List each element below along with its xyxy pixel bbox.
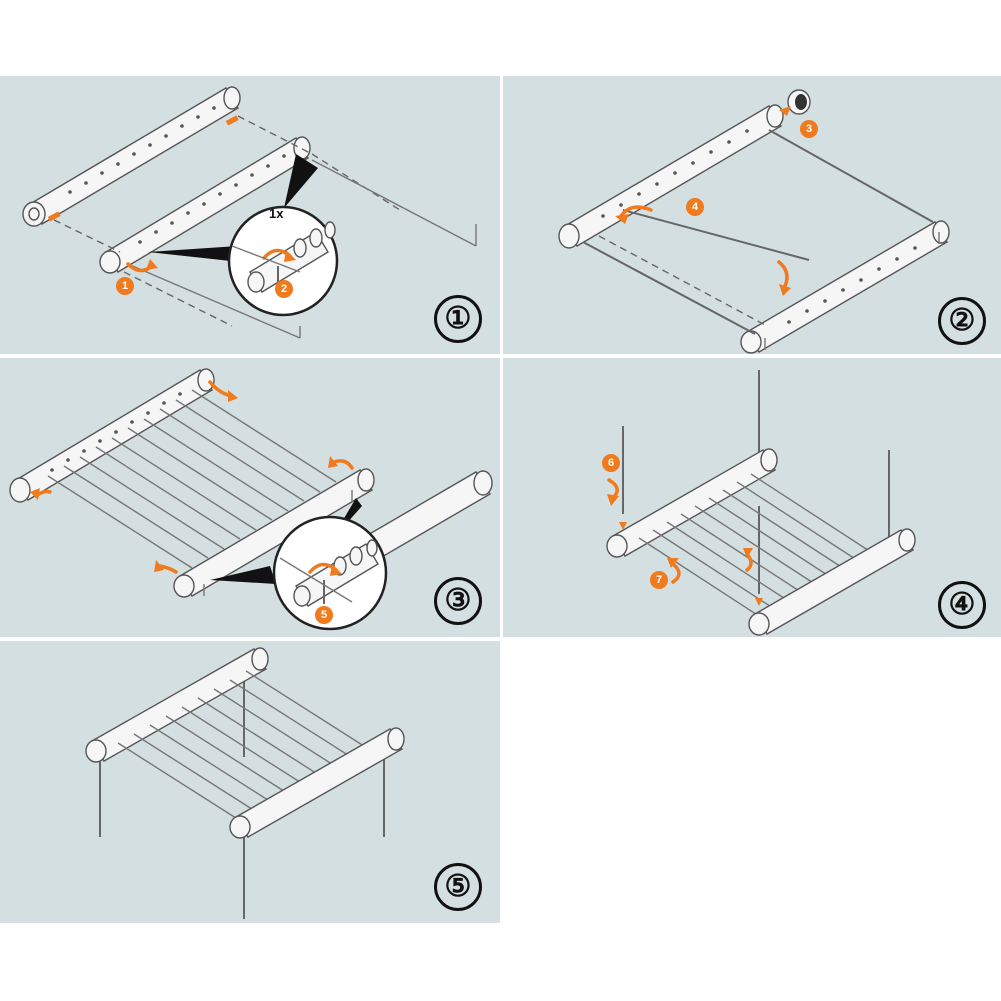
front-tube bbox=[99, 136, 311, 274]
step-3-panel: 5 ③ bbox=[0, 358, 500, 637]
callout-6: 6 bbox=[602, 454, 620, 472]
callout-5: 5 bbox=[315, 606, 333, 624]
cross-rods bbox=[582, 129, 934, 335]
step-number-3: ③ bbox=[434, 577, 482, 625]
callout-2: 2 bbox=[275, 280, 293, 298]
orange-arrows bbox=[607, 478, 763, 606]
front-tube bbox=[173, 468, 375, 598]
legs bbox=[622, 370, 890, 594]
legs bbox=[99, 671, 385, 919]
step-1-panel: 1x 1 2 ① bbox=[0, 76, 500, 354]
callout-4: 4 bbox=[686, 198, 704, 216]
step-3-illustration bbox=[9, 368, 493, 631]
step-5-panel: ⑤ bbox=[0, 641, 500, 923]
callout-1: 1 bbox=[116, 277, 134, 295]
front-tube bbox=[748, 528, 916, 636]
callout-3: 3 bbox=[800, 120, 818, 138]
step-5-illustration bbox=[85, 647, 405, 919]
step-2-panel: 3 4 ② bbox=[503, 76, 1001, 354]
front-tube bbox=[740, 220, 950, 354]
orange-arrows bbox=[615, 106, 791, 296]
step-1-illustration bbox=[22, 86, 477, 339]
zoom-detail bbox=[210, 498, 388, 631]
end-cap bbox=[787, 89, 811, 115]
step-number-4: ④ bbox=[938, 581, 986, 629]
rack-rods bbox=[47, 389, 337, 569]
rack-rods bbox=[638, 473, 878, 621]
back-tube bbox=[9, 368, 215, 503]
step-number-1: ① bbox=[434, 295, 482, 343]
front-tube bbox=[229, 727, 405, 839]
rack-rods bbox=[117, 670, 379, 828]
callout-7: 7 bbox=[650, 571, 668, 589]
step-number-5: ⑤ bbox=[434, 863, 482, 911]
orange-arrows bbox=[47, 115, 239, 273]
back-tube bbox=[85, 647, 269, 763]
orange-arrows bbox=[30, 380, 354, 574]
loose-tube bbox=[365, 470, 493, 559]
back-tube bbox=[22, 86, 241, 227]
count-label: 1x bbox=[269, 206, 284, 221]
step-4-panel: 6 7 ④ bbox=[503, 358, 1001, 637]
zoom-detail bbox=[148, 154, 339, 317]
rod-paths bbox=[53, 115, 477, 339]
step-4-illustration bbox=[606, 370, 916, 636]
back-tube bbox=[606, 448, 778, 558]
step-2-illustration bbox=[558, 89, 950, 354]
back-tube bbox=[558, 104, 784, 249]
step-number-2: ② bbox=[938, 297, 986, 345]
